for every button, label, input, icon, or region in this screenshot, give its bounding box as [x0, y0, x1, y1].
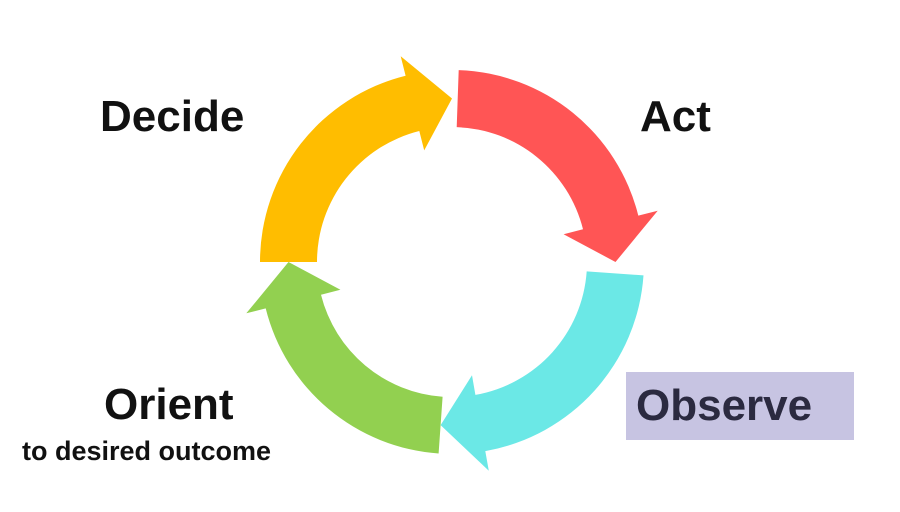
- decide-label: Decide: [100, 92, 245, 141]
- observe-arrow: [440, 271, 644, 471]
- observe-label: Observe: [636, 381, 813, 430]
- orient-label: Orient: [104, 380, 234, 429]
- orient-arrow: [246, 262, 443, 454]
- observe-highlight-box: Observe: [626, 372, 854, 440]
- act-label: Act: [640, 92, 711, 141]
- orient-sublabel: to desired outcome: [22, 436, 272, 466]
- act-arrow: [456, 70, 658, 262]
- decide-arrow: [260, 56, 452, 262]
